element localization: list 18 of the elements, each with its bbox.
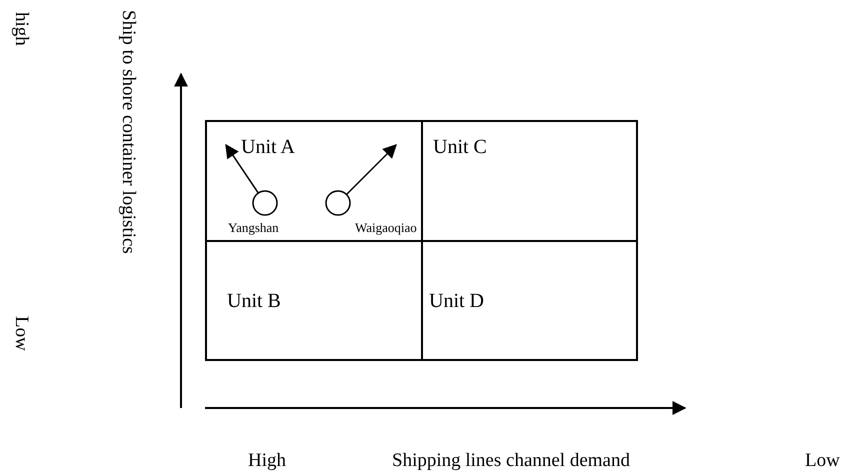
unit-label: Unit C	[433, 136, 487, 159]
port-label: Yangshan	[228, 220, 279, 236]
port-label: Waigaoqiao	[355, 220, 417, 236]
axis-end-label: high	[10, 12, 32, 46]
axis-title: Shipping lines channel demand	[392, 450, 630, 472]
axis-end-label: High	[248, 450, 286, 472]
axis-title: Ship to shore container logistics	[117, 10, 139, 254]
quadrant-cell	[421, 120, 638, 242]
axis-end-label: Low	[10, 316, 32, 351]
quadrant-cell	[421, 240, 638, 361]
arrow	[346, 144, 397, 196]
unit-label: Unit A	[241, 136, 295, 159]
axis-end-label: Low	[805, 450, 840, 472]
arrow	[225, 144, 259, 194]
unit-label: Unit D	[429, 290, 484, 313]
quadrant-cell	[205, 240, 423, 361]
unit-label: Unit B	[227, 290, 281, 313]
quadrant-cell	[205, 120, 423, 242]
